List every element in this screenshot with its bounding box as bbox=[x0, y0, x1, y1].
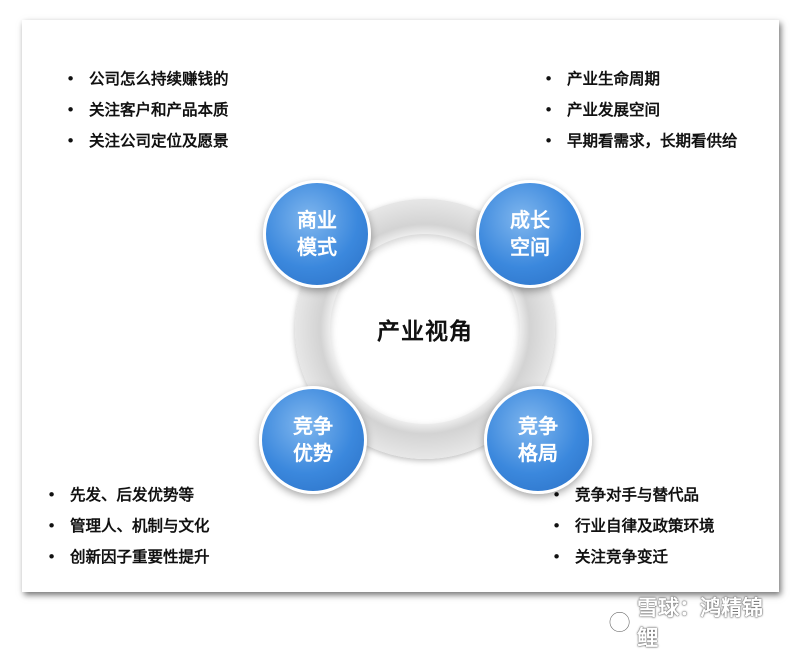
growth-space-points: 产业生命周期 产业发展空间 早期看需求，长期看供给 bbox=[544, 64, 738, 157]
snowball-logo-icon bbox=[608, 611, 631, 633]
bullet-item: 产业发展空间 bbox=[544, 95, 738, 126]
node-competitive-landscape: 竞争 格局 bbox=[484, 386, 592, 494]
node-competitive-advantage: 竞争 优势 bbox=[259, 386, 367, 494]
bullet-item: 早期看需求，长期看供给 bbox=[544, 126, 738, 157]
center-title: 产业视角 bbox=[377, 319, 473, 345]
bullet-item: 行业自律及政策环境 bbox=[552, 511, 715, 542]
node-business-model: 商业 模式 bbox=[263, 180, 371, 288]
bullet-item: 关注客户和产品本质 bbox=[66, 95, 229, 126]
node-label-line1: 成长 bbox=[510, 208, 550, 232]
node-label-line2: 模式 bbox=[297, 235, 337, 259]
bullet-item: 产业生命周期 bbox=[544, 64, 738, 95]
node-label-line2: 空间 bbox=[510, 235, 550, 259]
node-label-line1: 竞争 bbox=[293, 414, 333, 438]
competitive-landscape-points: 竞争对手与替代品 行业自律及政策环境 关注竞争变迁 bbox=[552, 480, 715, 573]
bullet-item: 关注公司定位及愿景 bbox=[66, 126, 229, 157]
slide-panel: 公司怎么持续赚钱的 关注客户和产品本质 关注公司定位及愿景 产业生命周期 产业发… bbox=[22, 20, 779, 650]
bullet-item: 竞争对手与替代品 bbox=[552, 480, 715, 511]
competitive-advantage-points: 先发、后发优势等 管理人、机制与文化 创新因子重要性提升 bbox=[47, 480, 210, 573]
node-growth-space: 成长 空间 bbox=[476, 180, 584, 288]
bullet-item: 创新因子重要性提升 bbox=[47, 542, 210, 573]
watermark-text: 雪球：鸿精锦鲤 bbox=[637, 596, 764, 650]
node-label-line2: 格局 bbox=[518, 441, 558, 465]
node-label-line1: 商业 bbox=[297, 208, 337, 232]
watermark: 雪球：鸿精锦鲤 bbox=[608, 592, 779, 652]
bullet-item: 关注竞争变迁 bbox=[552, 542, 715, 573]
bullet-item: 先发、后发优势等 bbox=[47, 480, 210, 511]
bullet-item: 公司怎么持续赚钱的 bbox=[66, 64, 229, 95]
business-model-points: 公司怎么持续赚钱的 关注客户和产品本质 关注公司定位及愿景 bbox=[66, 64, 229, 157]
bullet-item: 管理人、机制与文化 bbox=[47, 511, 210, 542]
node-label-line1: 竞争 bbox=[518, 414, 558, 438]
node-label-line2: 优势 bbox=[293, 441, 333, 465]
